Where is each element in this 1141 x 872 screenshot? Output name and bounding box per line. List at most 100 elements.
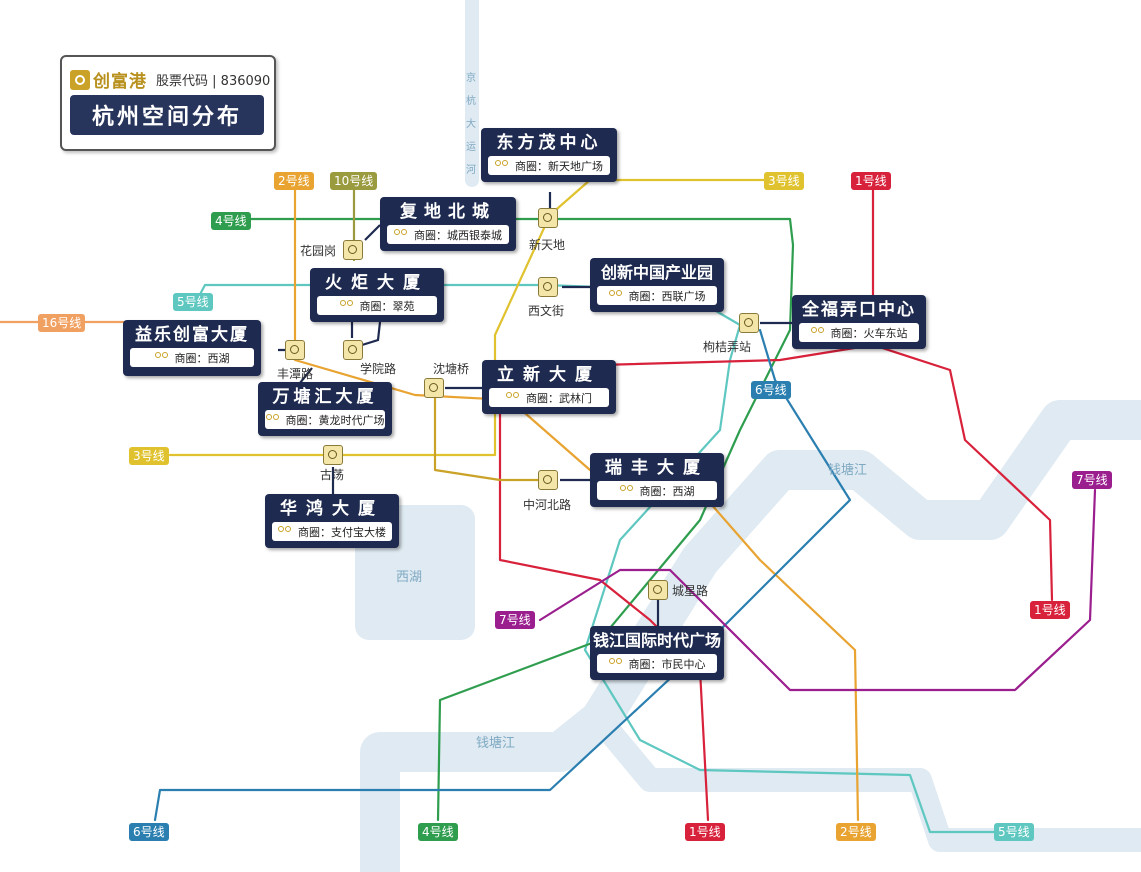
line-1b (871, 343, 1054, 602)
brand-name: 创富港 (93, 72, 147, 92)
line-gold-sub (433, 388, 547, 482)
brand-logo: 创富港 (70, 67, 147, 92)
hub-icon (424, 378, 444, 398)
station-label: 学院路 (360, 362, 397, 376)
qiantang-river (360, 400, 1141, 872)
building-name: 钱江国际时代广场 (592, 631, 721, 650)
station-label: 西文街 (528, 304, 565, 318)
line-badge-1: 1号线 (685, 823, 725, 841)
building-huahong[interactable]: 华鸿大厦 商圈：支付宝大楼 (265, 494, 399, 548)
hub-icon (323, 445, 343, 465)
business-district: 商圈：西湖 (597, 481, 717, 500)
line-badge-3: 3号线 (764, 172, 804, 190)
river-label: 钱塘江 (828, 463, 868, 478)
canal-label: 京 杭 大 运 河 (466, 73, 476, 176)
business-district: 商圈：城西银泰城 (387, 225, 509, 244)
people-icon (339, 300, 356, 311)
people-icon (810, 327, 827, 338)
line-badge-3: 3号线 (129, 447, 169, 465)
building-name: 火炬大厦 (325, 273, 429, 293)
building-wantanghui[interactable]: 万塘汇大厦 商圈：黄龙时代广场 (258, 382, 392, 436)
hub-icon (343, 240, 363, 260)
people-icon (278, 526, 294, 537)
station-label: 枸桔弄站 (703, 340, 752, 354)
building-name: 复地北城 (400, 202, 496, 222)
stock-label: 股票代码 (156, 74, 209, 89)
people-icon (394, 229, 410, 240)
business-district: 商圈：西联广场 (597, 286, 717, 305)
building-yile-chuangfu[interactable]: 益乐创富大厦 商圈：西湖 (123, 320, 261, 376)
station-label: 中河北路 (523, 498, 572, 512)
business-district: 商圈：黄龙时代广场 (265, 410, 385, 429)
building-name: 万塘汇大厦 (272, 387, 378, 407)
brand-logo-icon (70, 69, 90, 90)
building-name: 益乐创富大厦 (135, 325, 249, 345)
line-badge-5: 5号线 (994, 823, 1034, 841)
people-icon (495, 160, 511, 171)
line-badge-6: 6号线 (751, 381, 791, 399)
line-badge-7: 7号线 (495, 611, 535, 629)
people-icon (154, 352, 171, 363)
river-branch (588, 708, 1141, 852)
hub-icon (538, 470, 558, 490)
lake-label: 西湖 (396, 570, 423, 585)
line-badge-1: 1号线 (851, 172, 891, 190)
building-quanfu-nongkou[interactable]: 全福弄口中心 商圈：火车东站 (792, 295, 926, 349)
people-icon (265, 414, 282, 425)
hub-icon (538, 208, 558, 228)
people-icon (619, 485, 636, 496)
building-dongfangmao[interactable]: 东方茂中心 商圈：新天地广场 (481, 128, 617, 182)
building-lixin[interactable]: 立新大厦 商圈：武林门 (482, 360, 616, 414)
people-icon (608, 290, 625, 301)
line-badge-16: 16号线 (38, 314, 86, 332)
line-badge-4: 4号线 (418, 823, 458, 841)
building-fudibeicheng[interactable]: 复地北城 商圈：城西银泰城 (380, 197, 516, 251)
station-label: 丰潭路 (277, 367, 314, 381)
line-badge-1: 1号线 (1030, 601, 1070, 619)
line-4 (249, 217, 795, 822)
business-district: 商圈：火车东站 (799, 323, 919, 342)
line-badge-5: 5号线 (173, 293, 213, 311)
line-badge-2: 2号线 (836, 823, 876, 841)
line-badge-7: 7号线 (1072, 471, 1112, 489)
line-badge-6: 6号线 (129, 823, 169, 841)
line-7 (538, 488, 1097, 692)
stock-number: 836090 (220, 74, 271, 89)
hub-icon (648, 580, 668, 600)
stock-code: 股票代码 | 836090 (156, 74, 271, 89)
business-district: 商圈：武林门 (489, 388, 609, 407)
header-card: 创富港 股票代码 | 836090 杭州空间分布 (60, 55, 276, 151)
business-district: 商圈：翠苑 (317, 296, 437, 315)
map-title: 杭州空间分布 (70, 95, 264, 135)
people-icon (608, 658, 625, 669)
station-label: 新天地 (529, 238, 566, 252)
hub-connectors (278, 192, 795, 628)
building-chuangxin-zhongguo[interactable]: 创新中国产业园 商圈：西联广场 (590, 258, 724, 312)
building-qianjiang-guoji[interactable]: 钱江国际时代广场 商圈：市民中心 (590, 626, 724, 680)
building-huoju[interactable]: 火炬大厦 商圈：翠苑 (310, 268, 444, 322)
hub-icon (739, 313, 759, 333)
business-district: 商圈：支付宝大楼 (272, 522, 392, 541)
building-name: 创新中国产业园 (600, 263, 713, 282)
line-badge-4: 4号线 (211, 212, 251, 230)
business-district: 商圈：市民中心 (597, 654, 717, 673)
building-name: 瑞丰大厦 (605, 458, 709, 478)
station-label: 古荡 (320, 468, 345, 482)
building-name: 华鸿大厦 (280, 499, 384, 519)
station-label: 沈塘桥 (433, 362, 470, 376)
hub-icon (343, 340, 363, 360)
station-label: 花园岗 (300, 244, 337, 258)
people-icon (506, 392, 522, 403)
station-label: 城星路 (672, 584, 709, 598)
building-name: 东方茂中心 (496, 133, 602, 153)
building-ruifeng[interactable]: 瑞丰大厦 商圈：西湖 (590, 453, 724, 507)
hub-icon (285, 340, 305, 360)
business-district: 商圈：新天地广场 (488, 156, 610, 175)
river-label: 钱塘江 (476, 736, 516, 751)
line-3 (168, 178, 767, 457)
hub-icon (538, 277, 558, 297)
line-badge-10: 10号线 (330, 172, 378, 190)
line-badge-2: 2号线 (274, 172, 314, 190)
